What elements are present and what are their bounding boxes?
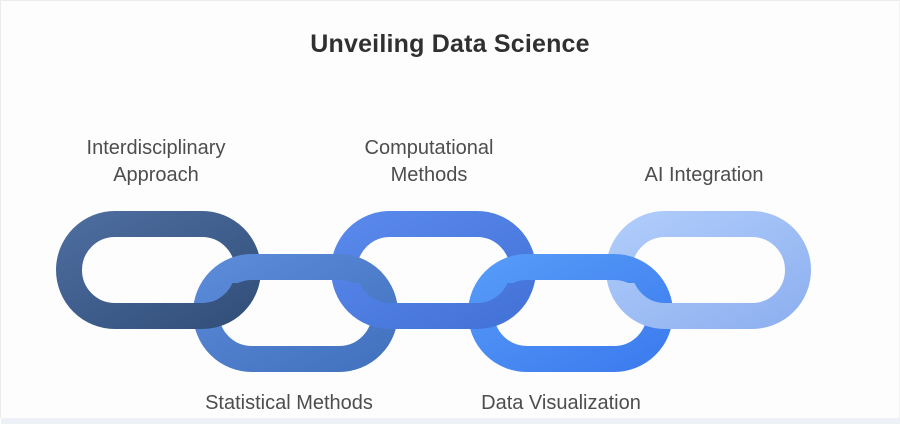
label-data-visualization: Data Visualization xyxy=(481,392,641,414)
label-statistical-methods: Statistical Methods xyxy=(205,392,373,414)
label-interdisciplinary-approach: Interdisciplinary Approach xyxy=(86,137,226,186)
page-title: Unveiling Data Science xyxy=(310,30,590,58)
bottom-edge-strip xyxy=(1,418,900,424)
label-computational-methods: Computational Methods xyxy=(364,137,494,186)
label-ai-integration: AI Integration xyxy=(644,164,764,186)
